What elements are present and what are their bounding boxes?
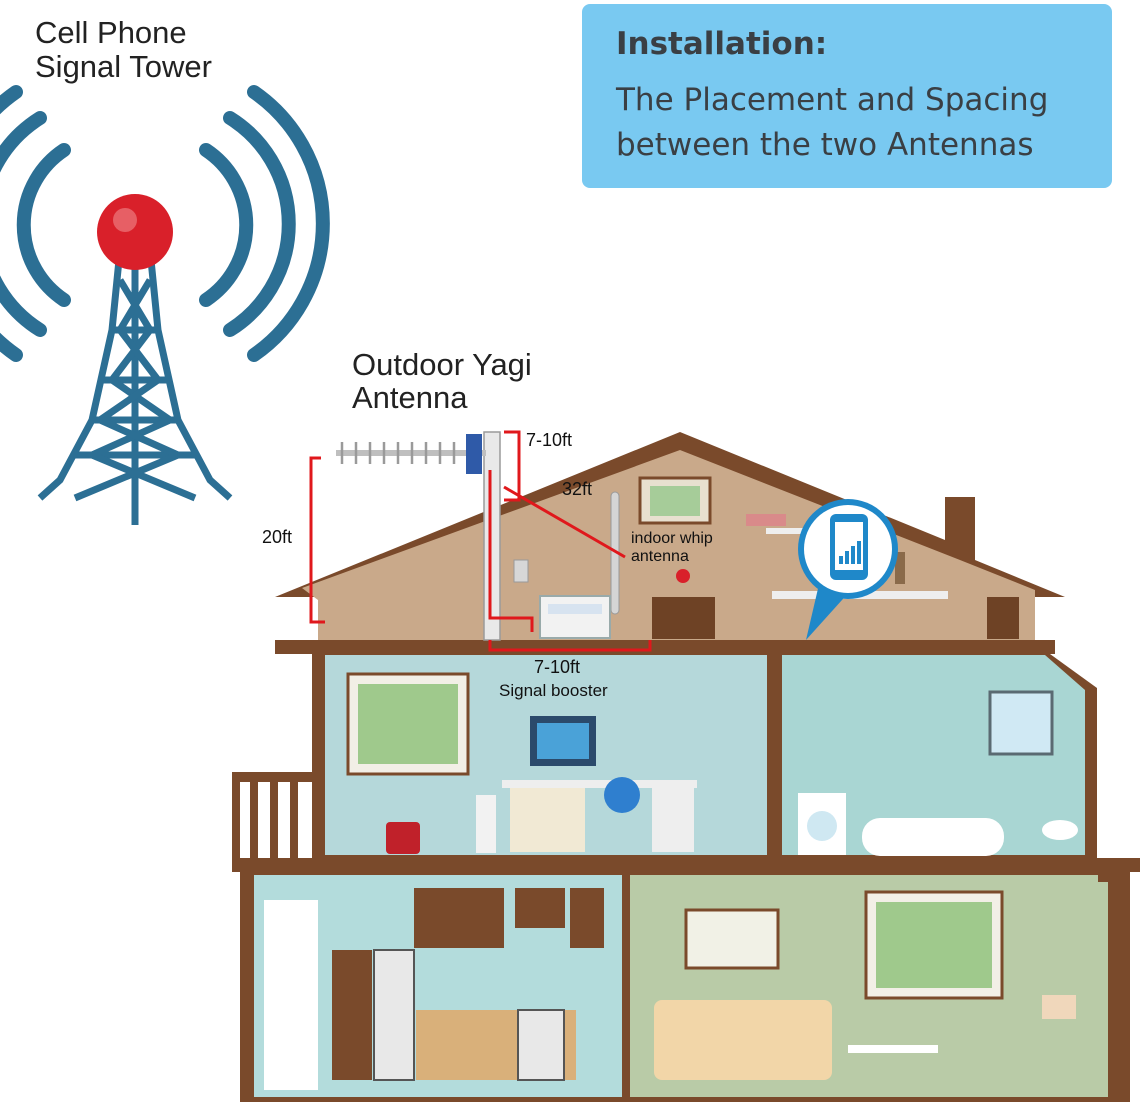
cell-tower-label: Cell Phone Signal Tower (35, 15, 212, 84)
height-label: 20ft (262, 527, 293, 547)
top-gap-label: 7-10ft (526, 430, 573, 450)
outdoor-antenna-label: Outdoor Yagi Antenna (352, 347, 532, 415)
signal-booster-icon (513, 559, 611, 639)
cell-tower-icon (0, 85, 330, 525)
bottom-gap-label: 7-10ft (534, 657, 581, 677)
phone-signal-pin-icon (798, 499, 898, 640)
ground-floor (232, 858, 1140, 1102)
info-body: The Placement and Spacing between the tw… (616, 82, 1049, 163)
info-heading: Installation: (616, 26, 828, 62)
yagi-antenna-icon (336, 431, 501, 641)
measurement-lines (309, 430, 652, 652)
signal-booster-label: Signal booster (499, 681, 608, 700)
cable-length-label: 32ft (562, 479, 593, 499)
upper-floor (232, 654, 1097, 870)
installation-info-box: Installation: The Placement and Spacing … (582, 4, 1112, 188)
attic-floor (275, 640, 1055, 654)
indoor-antenna-label: indoor whip antenna (631, 530, 713, 565)
